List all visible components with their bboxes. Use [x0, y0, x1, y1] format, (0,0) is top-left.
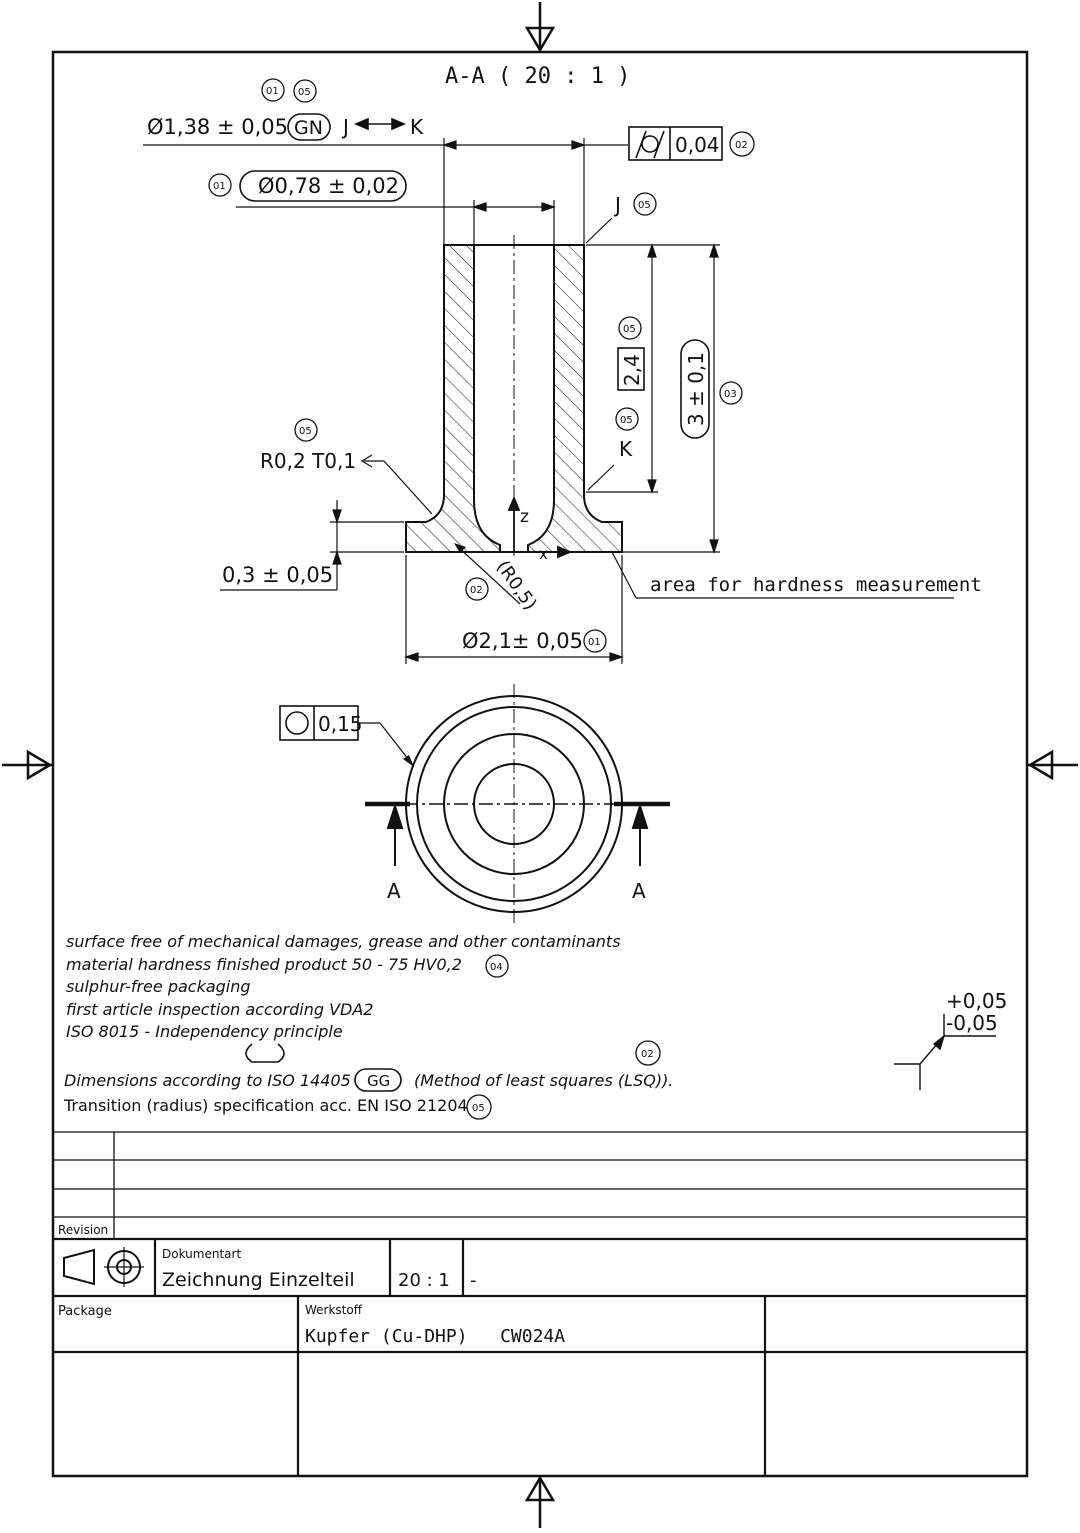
outer-dia-dimension-line [442, 138, 628, 245]
sheet-frame [51, 50, 1029, 1478]
radius-t-dim: R0,2 T0,1 [260, 449, 356, 473]
note-8: Transition (radius) specification acc. E… [63, 1096, 468, 1115]
axis-z-label: z [520, 507, 529, 527]
base-dia-dim: Ø2,1± 0,05 [462, 629, 583, 653]
balloon-05-note: 05 [472, 1103, 485, 1114]
balloon-05-k: 05 [620, 415, 633, 426]
balloon-01-b: 01 [213, 181, 226, 192]
title-block-grid [53, 1237, 1027, 1476]
roundness-icon [285, 711, 309, 735]
doc-type-label: Dokumentart [162, 1247, 241, 1261]
note-2: material hardness finished product 50 - … [66, 955, 462, 974]
height-dim: 3 ± 0,1 [684, 352, 708, 426]
note-3: sulphur-free packaging [66, 977, 251, 996]
coordinate-axes [507, 495, 573, 559]
hardness-area-label: area for hardness measurement [650, 574, 982, 596]
package-label: Package [58, 1304, 112, 1319]
svg-text:GG: GG [367, 1072, 390, 1090]
cylindricity-icon [635, 130, 665, 159]
inner-dia-box [239, 170, 407, 202]
section-title: A-A ( 20 : 1 ) [445, 64, 630, 89]
svg-text:01: 01 [266, 86, 279, 97]
balloon-04: 04 [490, 962, 503, 973]
cylindricity-frame: 0,04 [628, 126, 723, 161]
inner-dia-dimension-line [236, 200, 556, 245]
balloon-02-c: 02 [641, 1049, 654, 1060]
svg-text:GN: GN [294, 117, 323, 139]
note-7: (Method of least squares (LSQ)). [414, 1071, 673, 1090]
height-dim-box [680, 339, 710, 439]
flange-dim: 0,3 ± 0,05 [222, 563, 333, 587]
balloon-05-j: 05 [638, 200, 651, 211]
revision-label: Revision [58, 1223, 108, 1237]
balloon-05-c: 05 [623, 324, 636, 335]
hardness-leader [611, 551, 637, 599]
between-j-label: J [341, 115, 349, 139]
edge-j-label: J [613, 193, 621, 217]
projection-symbol-icon [63, 1247, 144, 1287]
between-k-label: K [410, 115, 424, 139]
flange-dimension [220, 500, 404, 591]
envelope-symbol [245, 1043, 285, 1063]
outer-diameter-dim: Ø1,38 ± 0,05 [147, 115, 288, 139]
section-a-right: A [632, 879, 646, 903]
radius-leader [360, 454, 433, 515]
balloon-group-top: 01 05 [261, 78, 317, 103]
balloon-01-c: 01 [588, 637, 601, 648]
note-1: surface free of mechanical damages, grea… [66, 932, 621, 951]
material-value: Kupfer (Cu-DHP) CW024A [305, 1326, 565, 1347]
edge-k-label: K [619, 437, 633, 461]
height-dimension-lines [586, 243, 720, 554]
material-label: Werkstoff [305, 1303, 363, 1317]
base-dia-dimension [404, 555, 624, 664]
dash-value: - [470, 1270, 477, 1291]
svg-text:0,04: 0,04 [675, 133, 720, 157]
doc-type-value: Zeichnung Einzelteil [162, 1269, 355, 1291]
balloon-03: 03 [724, 389, 737, 400]
axis-x-label: x [539, 545, 548, 563]
inner-diameter-dim: Ø0,78 ± 0,02 [258, 174, 399, 198]
revision-table [53, 1131, 1027, 1239]
balloon-02-b: 02 [470, 585, 483, 596]
between-arrow [353, 117, 407, 131]
note-5: ISO 8015 - Independency principle [66, 1022, 343, 1041]
section-a-left: A [387, 879, 401, 903]
section-arrows [386, 802, 649, 866]
basic-dim-box [617, 347, 645, 391]
tolerance-upper: +0,05 [946, 989, 1007, 1013]
basic-dim-24: 2,4 [620, 354, 644, 386]
scale-value: 20 : 1 [398, 1270, 450, 1291]
tolerance-lower: -0,05 [946, 1011, 998, 1035]
top-view [365, 684, 670, 924]
gn-modifier: GN [287, 113, 331, 141]
svg-text:0,15: 0,15 [318, 712, 363, 736]
balloon-05-r: 05 [299, 426, 312, 437]
note-6: Dimensions according to ISO 14405 [64, 1071, 351, 1090]
svg-text:05: 05 [298, 87, 311, 98]
note-4: first article inspection according VDA2 [66, 1000, 373, 1019]
gg-modifier: GG [354, 1068, 402, 1092]
tolerance-symbol [894, 1014, 996, 1090]
balloon-02-a: 02 [735, 140, 748, 151]
roundness-frame: 0,15 [279, 705, 363, 741]
